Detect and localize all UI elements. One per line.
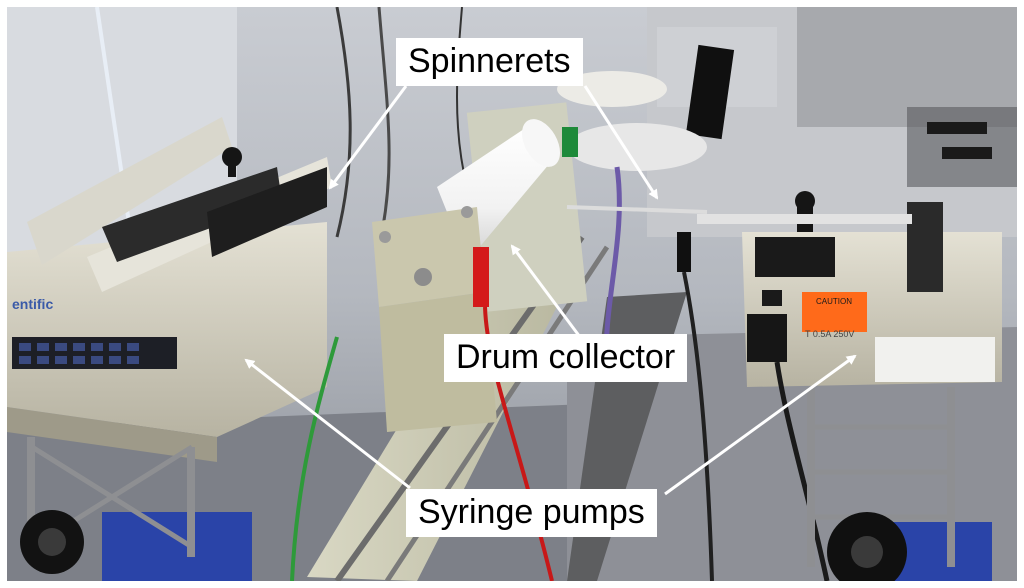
- pump-brand-text: entific: [12, 296, 53, 312]
- fuse-rating-text: T 0.5A 250V: [805, 329, 854, 339]
- drum-collector-label: Drum collector: [444, 334, 688, 382]
- syringe-pumps-label: Syringe pumps: [406, 489, 657, 537]
- caution-sticker: [802, 292, 867, 332]
- spinnerets-label: Spinnerets: [396, 38, 583, 86]
- caution-text: CAUTION: [816, 297, 852, 306]
